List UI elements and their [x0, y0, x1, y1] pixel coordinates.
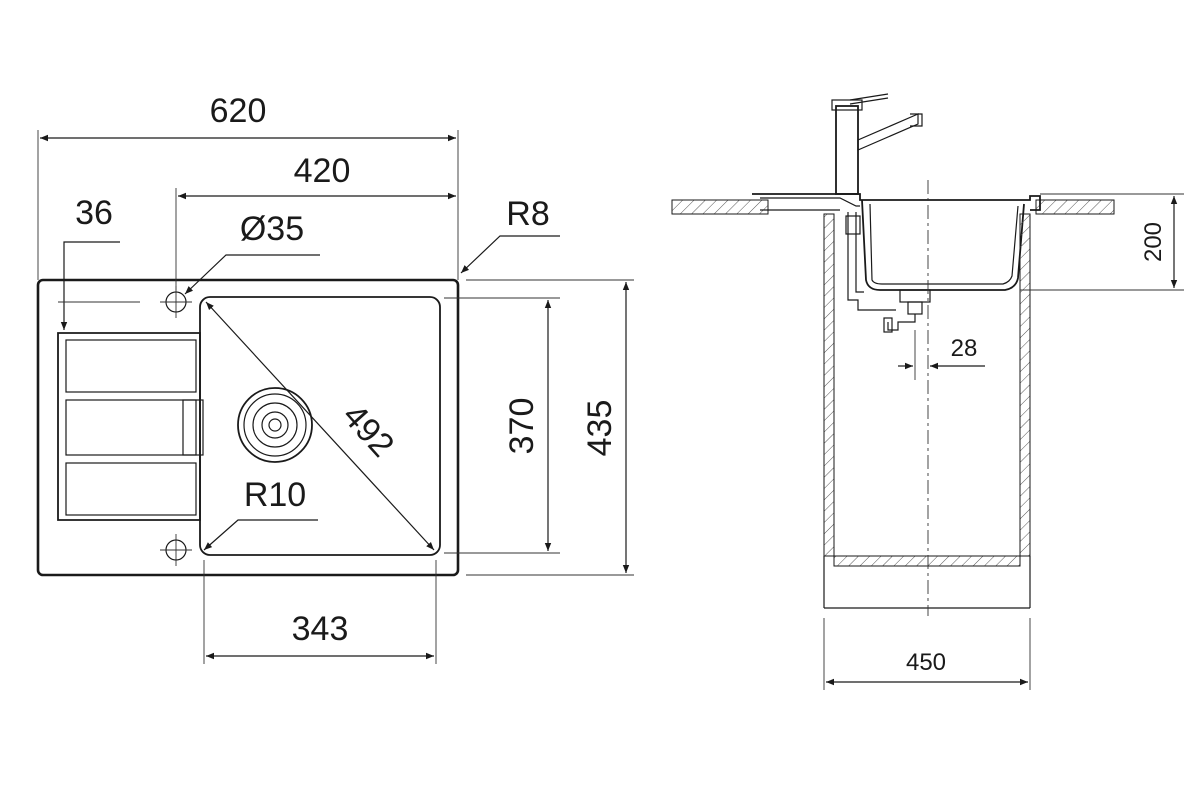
tap-hole-top: [160, 286, 192, 318]
sink-outline: [36, 278, 460, 577]
dim-overall-width: 620: [210, 92, 267, 130]
dim-tap-hole-diameter: Ø35: [240, 210, 304, 248]
cabinet-wall-left: [823, 213, 835, 557]
countertop-left: [671, 199, 769, 215]
dim-bowl-width: 343: [292, 610, 349, 648]
dim-overall-depth: 435: [581, 400, 619, 457]
dim-tap-offset: 36: [75, 194, 113, 232]
dim-bowl-depth: 370: [503, 398, 541, 455]
dim-waste-offset: 28: [951, 335, 978, 362]
cabinet-wall-right: [1019, 213, 1031, 557]
top-view: 620 420 36 Ø35 R8 492 R10 370 435: [36, 92, 634, 664]
side-view: 200 28 450: [671, 93, 1184, 690]
dim-cabinet-width: 450: [906, 649, 946, 676]
dim-line-492: [205, 301, 435, 551]
faucet: [831, 93, 923, 195]
waste-fitting: [883, 289, 931, 333]
dim-outer-radius: R8: [506, 195, 549, 233]
tap-hole-bottom: [160, 534, 192, 566]
drainer-grooves: [57, 332, 204, 521]
drain-strainer: [237, 387, 313, 463]
dim-bowl-diagonal: 492: [335, 397, 401, 465]
bowl-profile: [861, 199, 1025, 291]
cabinet-floor: [833, 555, 1021, 567]
dim-inner-radius: R10: [244, 476, 306, 514]
dim-bowl-area-width: 420: [294, 152, 351, 190]
dim-bowl-height: 200: [1140, 222, 1167, 262]
countertop-right: [1035, 199, 1115, 215]
